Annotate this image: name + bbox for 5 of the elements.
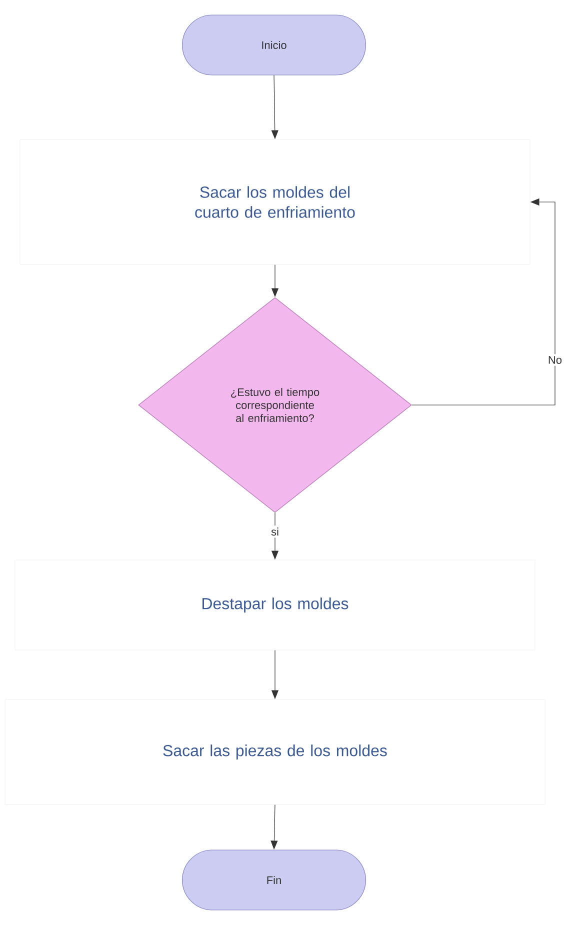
process-box: Sacar las piezas de los moldes — [4, 699, 546, 805]
edge-label: No — [546, 354, 564, 366]
process-box: Sacar los moldes del cuarto de enfriamiento — [20, 139, 530, 265]
edge-label: si — [269, 526, 281, 538]
process-box: Destapar los moldes — [14, 560, 536, 650]
